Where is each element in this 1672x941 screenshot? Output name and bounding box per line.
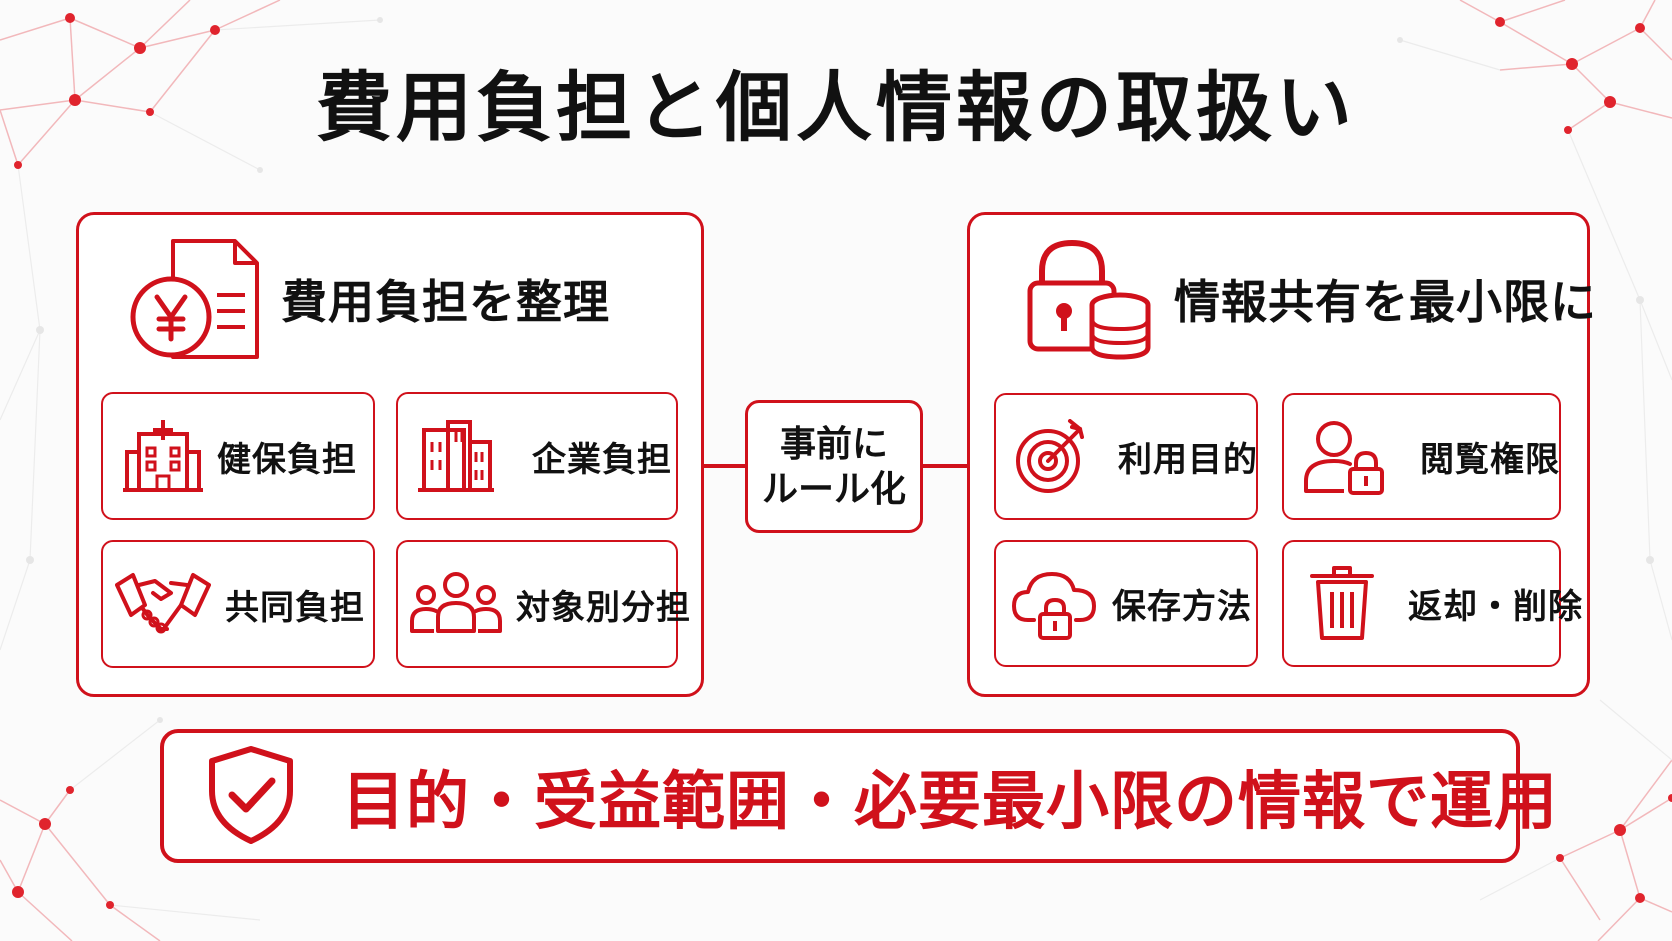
card-target-based-sharing[interactable]: 対象別分担 — [396, 540, 690, 668]
connector-right — [923, 464, 967, 468]
cost-sharing-panel: 費用負担を整理 健保負担 — [76, 212, 704, 697]
card-health-insurance-burden[interactable]: 健保負担 — [101, 392, 375, 520]
card-access-rights[interactable]: 閲覧権限 — [1282, 393, 1561, 520]
card-label: 共同負担 — [225, 587, 365, 628]
info-sharing-header: 情報共有を最小限に — [1022, 237, 1597, 361]
card-label: 保存方法 — [1112, 587, 1252, 627]
handshake-icon — [115, 573, 211, 634]
rule-setting-line1: 事前に — [779, 423, 888, 465]
operation-principle-banner: 目的・受益範囲・必要最小限の情報で運用 — [160, 729, 1557, 863]
yen-document-icon — [130, 239, 259, 359]
card-label: 企業負担 — [532, 439, 672, 480]
cost-sharing-header: 費用負担を整理 — [129, 237, 610, 361]
card-joint-burden[interactable]: 共同負担 — [101, 540, 375, 668]
user-lock-icon — [1304, 420, 1384, 495]
card-label: 健保負担 — [217, 439, 357, 480]
card-label: 返却・削除 — [1408, 587, 1583, 627]
operation-principle-text: 目的・受益範囲・必要最小限の情報で運用 — [342, 764, 1558, 838]
target-icon — [1016, 418, 1084, 493]
info-sharing-title: 情報共有を最小限に — [1174, 275, 1597, 329]
card-label: 閲覧権限 — [1420, 440, 1560, 480]
lock-database-icon — [1027, 239, 1151, 360]
info-sharing-panel: 情報共有を最小限に 利用目的 閲覧権限 保存方法 — [967, 212, 1596, 697]
group-people-icon — [410, 572, 502, 633]
hospital-icon — [123, 420, 203, 492]
rule-setting-line2: ルール化 — [761, 468, 906, 510]
cost-sharing-title: 費用負担を整理 — [281, 275, 610, 329]
office-building-icon — [418, 420, 494, 492]
card-return-deletion[interactable]: 返却・削除 — [1282, 540, 1582, 667]
page-title: 費用負担と個人情報の取扱い — [316, 63, 1356, 152]
rule-setting-box: 事前に ルール化 — [745, 400, 923, 533]
card-label: 対象別分担 — [516, 587, 691, 628]
card-storage-method[interactable]: 保存方法 — [994, 540, 1258, 667]
card-company-burden[interactable]: 企業負担 — [396, 392, 678, 520]
cloud-lock-icon — [1012, 571, 1096, 640]
card-label: 利用目的 — [1118, 440, 1258, 480]
connector-left — [704, 464, 745, 468]
card-purpose-of-use[interactable]: 利用目的 — [994, 393, 1258, 520]
shield-check-icon — [209, 746, 293, 844]
trash-icon — [1310, 565, 1374, 640]
